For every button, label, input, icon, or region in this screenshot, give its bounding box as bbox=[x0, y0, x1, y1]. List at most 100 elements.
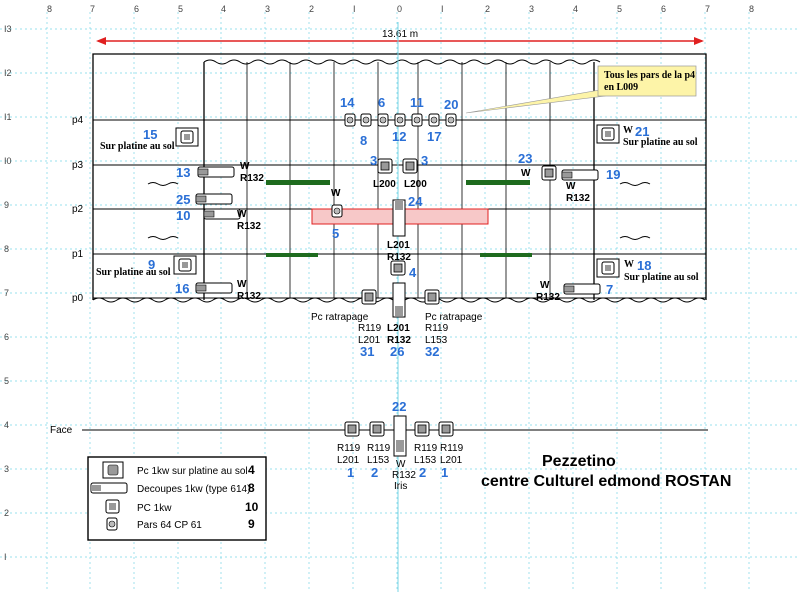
ratrapage-label: Pc ratrapage bbox=[311, 312, 369, 323]
pc-1kw-icon bbox=[402, 158, 418, 174]
par-64-icon bbox=[394, 113, 406, 127]
pipe-label-p1: p1 bbox=[72, 249, 84, 260]
note-line2: en L009 bbox=[604, 82, 638, 93]
ruler-tick: 8 bbox=[749, 4, 754, 14]
battens bbox=[266, 180, 532, 257]
width-dimension: 13.61 m bbox=[96, 29, 704, 45]
circuit-number: 24 bbox=[408, 194, 423, 209]
w-label: W bbox=[237, 279, 247, 290]
par-64-icon bbox=[360, 113, 372, 127]
circuit-number: 8 bbox=[360, 133, 367, 148]
circuit-number: 13 bbox=[176, 165, 190, 180]
ruler-tick: 0 bbox=[397, 4, 402, 14]
circuit-number: 17 bbox=[427, 129, 441, 144]
ruler-tick: 4 bbox=[4, 420, 9, 430]
par-64-icon bbox=[428, 113, 440, 127]
decoupe-icon bbox=[197, 166, 235, 178]
circuit-number: 16 bbox=[175, 281, 189, 296]
pc-1kw-icon bbox=[377, 158, 393, 174]
ruler-tick: I1 bbox=[4, 112, 12, 122]
circuit-number: 3 bbox=[370, 153, 377, 168]
plan-subtitle: centre Culturel edmond ROSTAN bbox=[481, 473, 731, 490]
circuit-number: 2 bbox=[419, 465, 426, 480]
ruler-tick: I0 bbox=[4, 156, 12, 166]
w-label: W bbox=[240, 161, 250, 172]
circuit-number: 11 bbox=[410, 95, 424, 110]
ruler-tick: I2 bbox=[4, 68, 12, 78]
pipe-label-p4: p4 bbox=[72, 115, 84, 126]
ruler-tick: 6 bbox=[4, 332, 9, 342]
gel-label: L200 bbox=[373, 179, 396, 190]
ruler-tick: 6 bbox=[134, 4, 139, 14]
ruler-tick: 8 bbox=[4, 244, 9, 254]
legend-label: Pars 64 CP 61 bbox=[137, 520, 202, 531]
w-label: W bbox=[624, 259, 634, 270]
gel-label: L201 bbox=[358, 335, 381, 346]
w-label: W bbox=[521, 168, 531, 179]
par-64-icon bbox=[445, 113, 457, 127]
face-label: Face bbox=[50, 425, 73, 436]
gel-label: L153 bbox=[425, 335, 448, 346]
gel-label: R119 bbox=[425, 323, 449, 334]
ruler-tick: 4 bbox=[221, 4, 226, 14]
decoupe-icon bbox=[561, 169, 599, 181]
ruler-tick: 7 bbox=[705, 4, 710, 14]
circuit-number: 14 bbox=[340, 95, 355, 110]
gel-label: L153 bbox=[367, 455, 390, 466]
left-ruler: I3 I2 I1 I0 9 8 7 6 5 4 3 2 I bbox=[4, 24, 12, 562]
w-label: W bbox=[237, 209, 247, 220]
ratrapage-label: Pc ratrapage bbox=[425, 312, 483, 323]
ruler-tick: 6 bbox=[661, 4, 666, 14]
circuit-number: 5 bbox=[332, 226, 339, 241]
gel-label: R119 bbox=[367, 443, 391, 454]
ruler-tick: 8 bbox=[47, 4, 52, 14]
ruler-tick: 5 bbox=[617, 4, 622, 14]
w-label: W bbox=[566, 181, 576, 192]
legend-number: 4 bbox=[248, 463, 255, 477]
decoupe-lens bbox=[396, 440, 404, 452]
ruler-tick: I bbox=[353, 4, 356, 14]
ruler-tick: I3 bbox=[4, 24, 12, 34]
circuit-number: 21 bbox=[635, 124, 649, 139]
legend-label: Decoupes 1kw (type 614) bbox=[137, 484, 250, 495]
note-callout: Tous les pars de la p4 en L009 bbox=[465, 65, 697, 114]
ruler-tick: 7 bbox=[4, 288, 9, 298]
pc-1kw-icon bbox=[541, 165, 557, 181]
pc-1kw-icon bbox=[361, 289, 377, 305]
ruler-tick: 5 bbox=[178, 4, 183, 14]
pc-1kw-icon bbox=[369, 421, 385, 437]
decoupe-lens bbox=[395, 200, 403, 210]
par-64-icon bbox=[411, 113, 423, 127]
pc-floor-icon bbox=[596, 124, 620, 144]
pipe-label-p3: p3 bbox=[72, 160, 84, 171]
gel-label: L201 bbox=[440, 455, 463, 466]
decoupe-lens bbox=[395, 306, 403, 316]
pipe-label-p2: p2 bbox=[72, 204, 84, 215]
width-label: 13.61 m bbox=[382, 29, 418, 40]
w-label: W bbox=[540, 280, 550, 291]
legend-number: 9 bbox=[248, 517, 255, 531]
circuit-number: 10 bbox=[176, 208, 190, 223]
pc-1kw-icon bbox=[390, 260, 406, 276]
gel-label: R132 bbox=[240, 173, 264, 184]
decoupe-icon bbox=[203, 208, 241, 220]
circuit-number: 26 bbox=[390, 344, 404, 359]
circuit-number: 32 bbox=[425, 344, 439, 359]
gel-label: R132 bbox=[237, 221, 261, 232]
gel-label: R132 bbox=[392, 470, 416, 481]
note-line1: Tous les pars de la p4 bbox=[604, 70, 695, 81]
gel-label: L200 bbox=[404, 179, 427, 190]
circuit-number: 20 bbox=[444, 97, 458, 112]
gel-label: R119 bbox=[337, 443, 361, 454]
legend-number: 8 bbox=[248, 481, 255, 495]
circuit-number: 12 bbox=[392, 129, 406, 144]
par-64-icon bbox=[377, 113, 389, 127]
circuit-number: 15 bbox=[143, 127, 157, 142]
circuit-number: 1 bbox=[347, 465, 354, 480]
circuit-number: 4 bbox=[409, 265, 417, 280]
pc-floor-icon bbox=[173, 255, 197, 275]
legend-label: Pc 1kw sur platine au sol bbox=[137, 466, 248, 477]
circuit-number: 23 bbox=[518, 151, 532, 166]
